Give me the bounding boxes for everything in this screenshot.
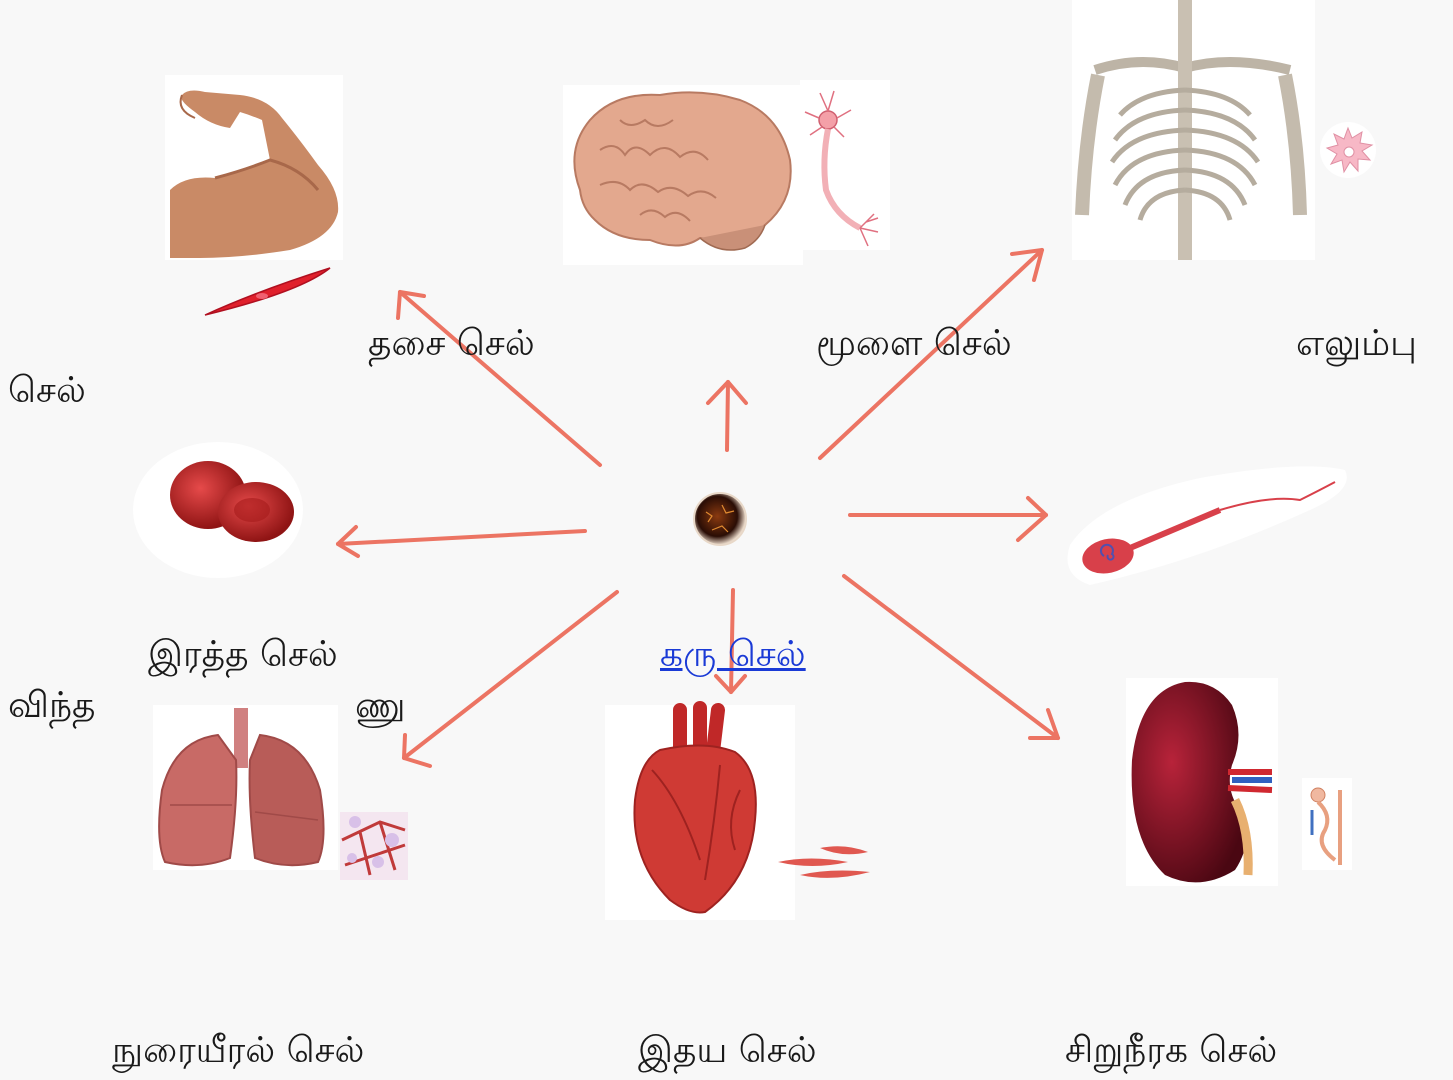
lungs-icon — [153, 705, 338, 870]
arrow-to-sperm — [850, 498, 1046, 540]
label-bone-cell-part2: செல் — [8, 373, 86, 409]
label-sperm-cell-part1: விந்த — [8, 688, 96, 724]
kidney-icon — [1126, 678, 1278, 886]
label-brain-cell: மூளை செல் — [816, 326, 1012, 362]
red-blood-cell-icon — [133, 442, 303, 578]
arrow-to-blood — [338, 527, 585, 556]
heart-icon — [605, 705, 795, 920]
arrow-to-brain — [708, 382, 746, 450]
brain-icon — [563, 85, 803, 265]
muscle-arm-icon — [165, 75, 343, 260]
sperm-cell-icon — [1068, 466, 1347, 585]
label-sperm-cell-part2: ணு — [355, 688, 406, 724]
arrow-to-muscle — [398, 292, 600, 465]
label-lung-cell: நுரையீரல் செல் — [112, 1033, 364, 1069]
arrow-to-kidney — [844, 576, 1058, 738]
arrow-to-lung — [404, 592, 617, 766]
bone-cell-icon — [1320, 122, 1376, 178]
nephron-icon — [1302, 778, 1352, 870]
alveoli-icon — [340, 812, 408, 880]
neuron-icon — [800, 80, 890, 250]
skeleton-icon — [1072, 0, 1315, 260]
label-blood-cell: இரத்த செல் — [148, 637, 338, 673]
label-bone-cell-part1: எலும்பு — [1296, 326, 1417, 362]
label-heart-cell: இதய செல் — [638, 1033, 817, 1069]
label-stem-cell-link[interactable]: கரு செல் — [660, 637, 806, 673]
muscle-cell-icon — [205, 268, 330, 315]
stem-cell-icon — [694, 493, 746, 545]
label-kidney-cell: சிறுநீரக செல் — [1065, 1033, 1277, 1069]
label-muscle-cell: தசை செல் — [368, 326, 535, 362]
